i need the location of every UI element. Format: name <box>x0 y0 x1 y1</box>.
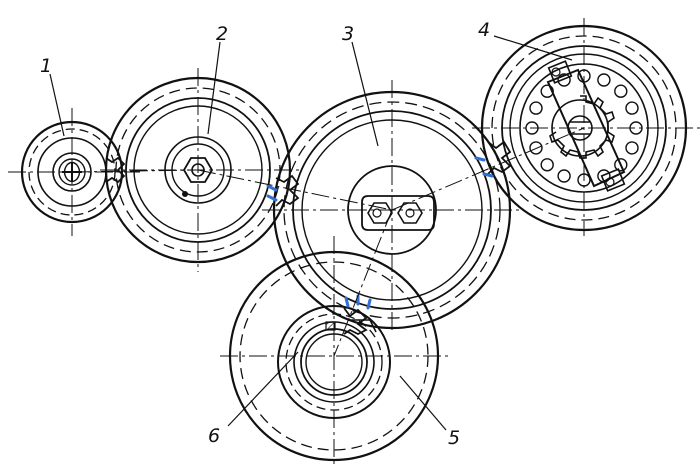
label-part-2: 2 <box>216 23 228 45</box>
label-part-3: 3 <box>342 23 354 45</box>
blue-tooth-marks <box>266 156 494 310</box>
ball <box>529 141 543 155</box>
label-part-6: 6 <box>208 425 220 447</box>
ball <box>557 169 571 183</box>
ball <box>614 84 628 98</box>
mesh-teeth <box>105 140 512 336</box>
label-part-4: 4 <box>478 19 490 41</box>
ball <box>529 101 543 115</box>
ball <box>597 73 611 87</box>
center-lines <box>8 18 700 468</box>
leader-lines <box>49 35 573 431</box>
label-part-1: 1 <box>40 55 52 77</box>
ball <box>625 141 639 155</box>
ball <box>625 101 639 115</box>
label-part-5: 5 <box>448 427 460 449</box>
ball <box>540 158 554 172</box>
